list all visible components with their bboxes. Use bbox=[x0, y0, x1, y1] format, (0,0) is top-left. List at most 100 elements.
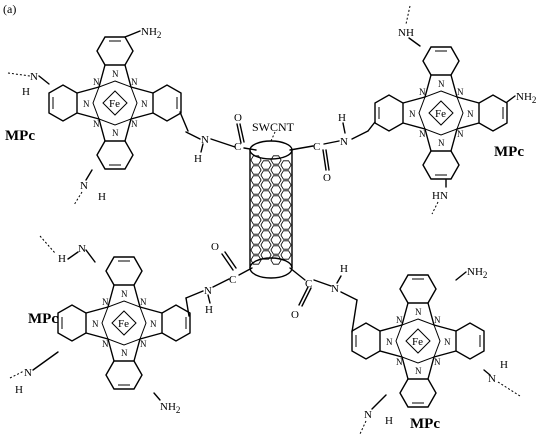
nanotube-hexagon bbox=[260, 170, 272, 180]
nanotube-hexagon bbox=[250, 175, 262, 185]
amine-h-lr-bottom: H bbox=[385, 415, 393, 427]
amide-n-ul: N bbox=[201, 134, 209, 146]
nanotube-hexagon bbox=[270, 205, 282, 215]
nanotube-hexagon bbox=[280, 200, 292, 210]
nanotube-hexagon bbox=[280, 220, 292, 230]
amide-n-lr: N bbox=[331, 283, 339, 295]
ring-nitrogen-lr: N bbox=[386, 337, 393, 347]
nanotube-hexagon bbox=[270, 255, 282, 265]
amine-h-lr-right: H bbox=[500, 359, 508, 371]
nanotube-hexagon bbox=[250, 235, 262, 245]
mpc-label-upper-left: MPc bbox=[5, 128, 35, 144]
amide-n-ur: N bbox=[340, 136, 348, 148]
ring-nitrogen-ur: N bbox=[457, 87, 464, 97]
nanotube-hexagon bbox=[270, 195, 282, 205]
nanotube-hexagon bbox=[280, 190, 292, 200]
nanotube-lattice bbox=[250, 155, 292, 265]
mpc-label-upper-right: MPc bbox=[494, 144, 524, 160]
amine-h-ul-left: H bbox=[22, 86, 30, 98]
amide-linker-upper-right bbox=[289, 122, 369, 171]
nanotube-hexagon bbox=[270, 165, 282, 175]
nanotube-hexagon bbox=[270, 185, 282, 195]
ring-nitrogen-lr: N bbox=[444, 337, 451, 347]
nanotube-hexagon bbox=[250, 225, 262, 235]
amine-n-ll-top: N bbox=[78, 243, 86, 255]
nanotube-hexagon bbox=[250, 215, 262, 225]
nanotube-hexagon bbox=[270, 175, 282, 185]
nanotube-hexagon bbox=[280, 180, 292, 190]
ring-nitrogen-ul: N bbox=[141, 99, 148, 109]
ring-nitrogen-ll: N bbox=[150, 319, 157, 329]
fe-centre-ur: Fe bbox=[435, 108, 446, 120]
hn-ur-bottom: HN bbox=[432, 190, 448, 202]
nanotube-hexagon bbox=[250, 255, 262, 265]
ring-nitrogen-ul: N bbox=[93, 119, 100, 129]
amine-h-ul-bottom: H bbox=[98, 191, 106, 203]
carbon-nanotube bbox=[249, 131, 293, 279]
amine-n-lr-right: N bbox=[488, 373, 496, 385]
fe-centre-lr: Fe bbox=[412, 336, 423, 348]
amide-c-ur: C bbox=[313, 141, 320, 153]
amide-h-ll: H bbox=[205, 304, 213, 316]
ring-nitrogen-lr: N bbox=[434, 315, 441, 325]
amide-linker-lower-left bbox=[185, 251, 253, 304]
ring-nitrogen-ul: N bbox=[112, 128, 119, 138]
ring-nitrogen-ul: N bbox=[131, 119, 138, 129]
ring-nitrogen-lr: N bbox=[415, 366, 422, 376]
nh2-ll-bottom: NH2 bbox=[160, 401, 180, 415]
nanotube-hexagon bbox=[260, 250, 272, 260]
amide-h-ul: H bbox=[194, 153, 202, 165]
ring-nitrogen-ll: N bbox=[121, 289, 128, 299]
amide-n-ll: N bbox=[204, 285, 212, 297]
nanotube-hexagon bbox=[250, 195, 262, 205]
nanotube-hexagon bbox=[250, 245, 262, 255]
ring-nitrogen-ur: N bbox=[438, 79, 445, 89]
nanotube-hexagon bbox=[250, 185, 262, 195]
amide-linker-upper-left bbox=[185, 123, 257, 153]
nanotube-hexagon bbox=[260, 200, 272, 210]
nanotube-hexagon bbox=[280, 240, 292, 250]
nanotube-hexagon bbox=[280, 170, 292, 180]
swcnt-label: SWCNT bbox=[252, 120, 295, 134]
nanotube-hexagon bbox=[280, 250, 292, 260]
nanotube-hexagon bbox=[270, 245, 282, 255]
ring-nitrogen-lr: N bbox=[415, 307, 422, 317]
nanotube-hexagon bbox=[270, 215, 282, 225]
ring-nitrogen-ul: N bbox=[93, 77, 100, 87]
ring-nitrogen-ll: N bbox=[121, 348, 128, 358]
ring-nitrogen-ur: N bbox=[419, 129, 426, 139]
nh2-ur-right: NH2 bbox=[516, 91, 536, 105]
nanotube-hexagon bbox=[250, 205, 262, 215]
ring-nitrogen-ul: N bbox=[83, 99, 90, 109]
mpc-label-lower-left: MPc bbox=[28, 311, 58, 327]
nanotube-hexagon bbox=[260, 220, 272, 230]
mpc-label-lower-right: MPc bbox=[410, 416, 440, 432]
ring-nitrogen-lr: N bbox=[396, 357, 403, 367]
amine-h-ll-left: H bbox=[15, 384, 23, 396]
fe-centre-ul: Fe bbox=[109, 98, 120, 110]
amine-n-ul-bottom: N bbox=[80, 180, 88, 192]
ring-nitrogen-ll: N bbox=[140, 339, 147, 349]
amide-o-ur: O bbox=[323, 172, 331, 184]
ring-nitrogen-ur: N bbox=[457, 129, 464, 139]
ring-nitrogen-ur: N bbox=[438, 138, 445, 148]
nanotube-hexagon bbox=[260, 160, 272, 170]
amine-n-ul-left: N bbox=[30, 71, 38, 83]
nanotube-hexagon bbox=[270, 235, 282, 245]
amide-c-ll: C bbox=[229, 274, 236, 286]
ring-nitrogen-ur: N bbox=[409, 109, 416, 119]
nanotube-hexagon bbox=[260, 190, 272, 200]
nanotube-hexagon bbox=[250, 165, 262, 175]
ring-nitrogen-ul: N bbox=[112, 69, 119, 79]
ring-nitrogen-ul: N bbox=[131, 77, 138, 87]
ring-nitrogen-ll: N bbox=[102, 297, 109, 307]
nh-ur-top: NH bbox=[398, 27, 414, 39]
amide-o-ll: O bbox=[211, 241, 219, 253]
nanotube-hexagon bbox=[260, 180, 272, 190]
nanotube-hexagon bbox=[280, 160, 292, 170]
amine-n-ll-left: N bbox=[24, 367, 32, 379]
nanotube-hexagon bbox=[280, 230, 292, 240]
nanotube-hexagon bbox=[280, 210, 292, 220]
